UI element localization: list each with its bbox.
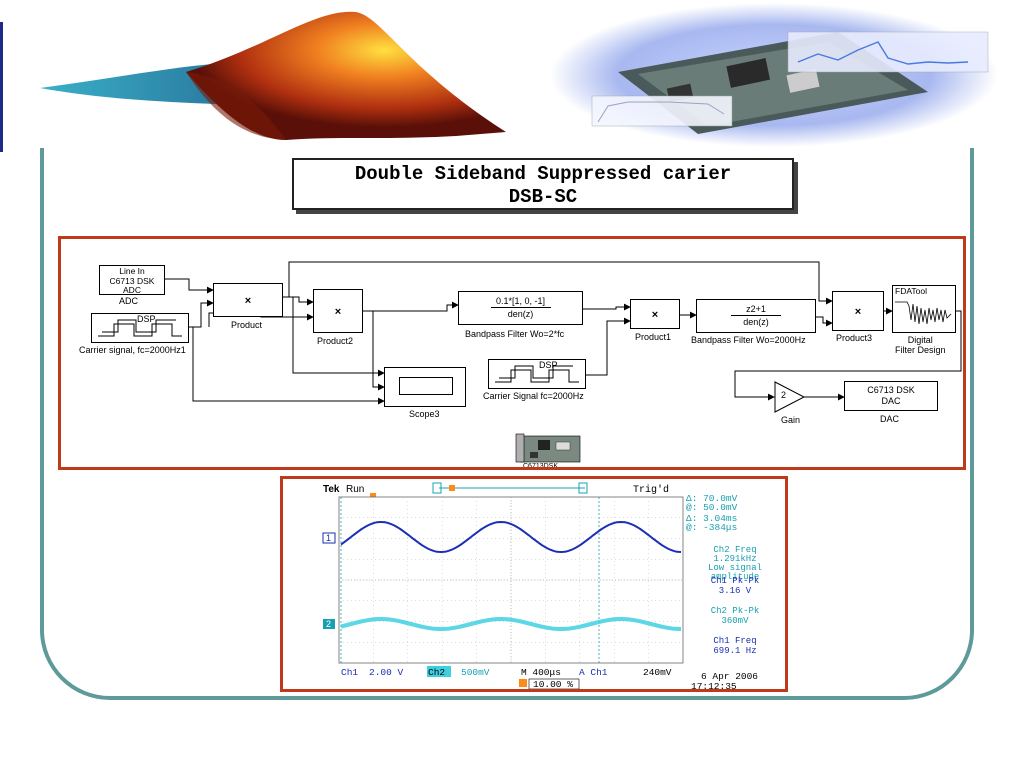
dac-block[interactable]: C6713 DSK DAC	[844, 381, 938, 411]
meas-at-v: @: 50.0mV	[686, 502, 738, 513]
product3-block[interactable]: ×	[832, 291, 884, 331]
bpf1-fraction-line	[490, 307, 551, 308]
scope3-label: Scope3	[409, 409, 440, 419]
adc-label: ADC	[119, 296, 139, 306]
product1-block[interactable]: ×	[630, 299, 680, 329]
bpf2-denominator: den(z)	[743, 317, 769, 327]
fdatool-label: Digital Filter Design	[895, 335, 946, 355]
product3-label: Product3	[836, 333, 873, 343]
meas-delta-t: Δ: 3.04ms	[686, 513, 737, 524]
gain-block[interactable]	[774, 381, 806, 413]
gain-label: Gain	[781, 415, 801, 425]
slide-frame	[40, 148, 974, 700]
title-line-2: DSB-SC	[508, 186, 578, 208]
bpf2-label: Bandpass Filter Wo=2000Hz	[691, 335, 806, 345]
scope-brand: Tek	[323, 484, 340, 495]
ch1-marker: 1	[326, 533, 331, 543]
scope-trig-status: Trig'd	[633, 484, 669, 496]
signal-wires	[165, 261, 962, 405]
product-label: Product	[231, 320, 263, 330]
fdatool-block[interactable]: FDATool	[892, 285, 956, 333]
carrier-signal-1-label: Carrier signal, fc=2000Hz1	[79, 345, 186, 355]
bpf1-label: Bandpass Filter Wo=2*fc	[465, 329, 565, 339]
title-line-1: Double Sideband Suppressed carier	[354, 163, 732, 185]
square-wave-icon	[495, 365, 579, 383]
meas-at-t: @: -384μs	[686, 522, 737, 533]
square-wave-icon	[98, 319, 182, 337]
simulink-diagram: Line In C6713 DSK ADC ADC DSP Carrier si…	[58, 236, 966, 470]
bpf2-fraction-line	[731, 315, 781, 316]
bottom-trig-level: 240mV	[643, 667, 672, 678]
scope-screen	[399, 377, 453, 395]
meas-delta-v: Δ: 70.0mV	[686, 493, 738, 504]
scope-time: 17:12:35	[691, 681, 737, 689]
bottom-trig-pos: 10.00 %	[533, 679, 573, 689]
carrier-signal-2-block[interactable]	[488, 359, 586, 389]
dsk-board-icon[interactable]	[514, 432, 584, 464]
bandpass-filter-2-block[interactable]: z2+1 den(z)	[696, 299, 816, 333]
scope3-block[interactable]	[384, 367, 466, 407]
ch2-trace	[340, 617, 681, 631]
carrier-signal-2-label: Carrier Signal fc=2000Hz	[483, 391, 584, 401]
dac-label: DAC	[880, 414, 900, 424]
carrier-1-dsp-tag: DSP	[137, 314, 156, 324]
product-block[interactable]: ×	[213, 283, 283, 317]
bpf1-denominator: den(z)	[507, 309, 534, 319]
slide-title: Double Sideband Suppressed carier DSB-SC	[292, 158, 794, 210]
gain-value: 2	[781, 390, 787, 400]
bottom-timebase: M 400μs	[521, 667, 561, 678]
dsp-board-graphic	[550, 3, 998, 147]
scope-run-state: Run	[346, 484, 364, 495]
meas-ch1-pkpk: Ch1 Pk-Pk 3.16 V	[710, 576, 760, 596]
fdatool-text: FDATool	[895, 286, 927, 296]
ch1-trace	[340, 520, 682, 554]
oscilloscope-screen: Tek Run Trig'd 1 2 Δ: 70.0mV @: 50.0mV Δ…	[322, 482, 758, 689]
matlab-peaks-logo	[40, 11, 506, 140]
bottom-ch2: Ch2	[428, 667, 445, 678]
product2-block[interactable]: ×	[313, 289, 363, 333]
bottom-ch2-scale: 500mV	[461, 667, 490, 678]
scope-date: 6 Apr 2006	[701, 671, 758, 682]
bottom-ch1: Ch1	[341, 667, 358, 678]
meas-ch2-pkpk: Ch2 Pk-Pk 360mV	[710, 606, 760, 626]
bottom-trig-src: A Ch1	[579, 667, 608, 678]
oscilloscope-capture: Tek Run Trig'd 1 2 Δ: 70.0mV @: 50.0mV Δ…	[280, 476, 788, 692]
carrier-2-dsp-tag: DSP	[539, 360, 558, 370]
dsk-board-label: C6713DSK	[523, 463, 559, 467]
meas-ch2-freq: Ch2 Freq 1.291kHz Low signal amplitude	[707, 545, 762, 582]
ch2-marker: 2	[326, 619, 331, 629]
product1-label: Product1	[635, 332, 672, 342]
meas-ch1-freq: Ch1 Freq 699.1 Hz	[713, 636, 757, 656]
left-edge-bar	[0, 22, 3, 152]
bpf2-numerator: z2+1	[746, 304, 766, 314]
filter-response-icon	[895, 301, 952, 325]
product2-label: Product2	[317, 336, 354, 346]
adc-block[interactable]: Line In C6713 DSK ADC	[99, 265, 165, 295]
bottom-ch1-scale: 2.00 V	[369, 667, 404, 678]
bandpass-filter-1-block[interactable]: 0.1*[1, 0, -1] den(z)	[458, 291, 583, 325]
mini-chart	[787, 31, 989, 73]
carrier-signal-1-block[interactable]	[91, 313, 189, 343]
bpf1-numerator: 0.1*[1, 0, -1]	[495, 296, 546, 306]
